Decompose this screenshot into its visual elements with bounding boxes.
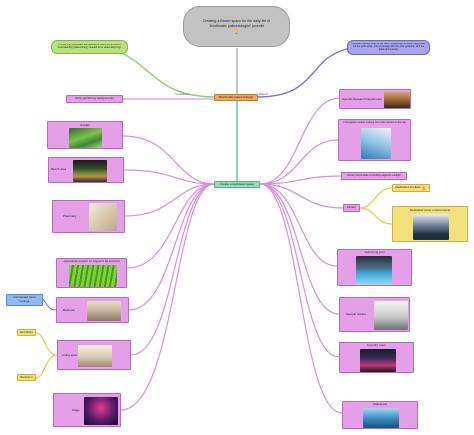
root-line1: Creating a Brown space for the daily lif… bbox=[202, 19, 271, 24]
left-item-living[interactable]: Living area bbox=[57, 340, 131, 370]
right-item-spacepark[interactable]: Spacepark bbox=[342, 401, 418, 429]
right-item-spacepark-label: Spacepark bbox=[372, 403, 388, 406]
conditions-label: Conditions bbox=[175, 92, 190, 96]
foundry-photo bbox=[360, 349, 396, 372]
right-item-sample-label: Sample station bbox=[346, 313, 366, 316]
bedroom-side-node[interactable]: Connected room Lounge bbox=[6, 294, 43, 306]
left-item-stage-label: Stage bbox=[72, 409, 80, 412]
chair-icon: 🪑 bbox=[421, 185, 427, 191]
conditions-note[interactable]: In a very dry cold place she decided to … bbox=[51, 40, 128, 54]
connector-left-1 bbox=[123, 169, 215, 185]
conditions-note-text: In a very dry cold place she decided to … bbox=[57, 44, 122, 49]
central-topic[interactable]: Bioclimatic paleontologist bbox=[214, 94, 258, 101]
bedroom-photo bbox=[87, 301, 121, 321]
left-item-bedroom[interactable]: Bedroom bbox=[56, 297, 129, 323]
spacepark-photo bbox=[363, 408, 399, 428]
right-item-pool-label: Swimming pool bbox=[364, 251, 385, 254]
connector-yellow-bottom bbox=[35, 354, 58, 379]
sample-photo bbox=[374, 301, 408, 330]
reading-node-label: Daily gardening assignments bbox=[75, 97, 114, 101]
transparent-photo bbox=[361, 128, 391, 159]
effects-note[interactable]: Facilitate drawing steps of the WWF, exp… bbox=[347, 40, 430, 55]
yellow-dormitory-label: Dormitory bbox=[19, 330, 33, 334]
connector-right-2 bbox=[259, 175, 342, 185]
connector-right-7 bbox=[259, 183, 343, 414]
right-item-library-label: Library bbox=[346, 206, 357, 210]
stage-photo bbox=[84, 397, 118, 425]
central-topic-label: Bioclimatic paleontologist bbox=[219, 95, 253, 99]
library-child-furniture[interactable]: Dedicated furniture 🪑 bbox=[392, 184, 430, 192]
main-topic-label: Create a dedicated space bbox=[219, 182, 255, 186]
yellow-bedroom[interactable]: Bedroom bbox=[17, 374, 36, 381]
connector-effects bbox=[255, 46, 356, 98]
left-item-garden[interactable]: Garden bbox=[47, 121, 123, 149]
library-child-study[interactable]: Dedicated study environments bbox=[392, 206, 468, 242]
right-item-library[interactable]: Library bbox=[343, 204, 360, 212]
connector-left-4 bbox=[128, 183, 215, 311]
right-item-transparent[interactable]: Transparent areas looking from the inter… bbox=[338, 119, 411, 161]
garden-photo bbox=[69, 128, 102, 148]
living-photo bbox=[78, 345, 112, 367]
right-item-sample[interactable]: Sample station bbox=[339, 297, 410, 332]
connector-left-0 bbox=[122, 135, 215, 185]
right-item-library-books[interactable]: Library and books consulting against sun… bbox=[341, 172, 407, 180]
connector-bedroom-side bbox=[42, 298, 57, 311]
connector-right-5 bbox=[259, 183, 340, 315]
right-item-foundry-label: Foundry room bbox=[367, 344, 386, 347]
connector-yellow-top bbox=[35, 332, 58, 356]
left-item-living-label: Living area bbox=[62, 354, 77, 357]
connector-left-3 bbox=[126, 183, 215, 269]
bench-photo bbox=[73, 160, 107, 182]
root-line2: "bioclimatic paleontologist" juvenile bbox=[208, 24, 265, 28]
library-child-study-label: Dedicated study environments bbox=[409, 209, 451, 212]
bedroom-side-line1: Connected room bbox=[13, 296, 36, 300]
right-item-transparent-label: Transparent areas looking from the inter… bbox=[343, 121, 406, 124]
left-item-pharmacy[interactable]: Pharmacy bbox=[52, 200, 125, 233]
connector-right-3 bbox=[259, 183, 344, 209]
connector-library-top bbox=[359, 187, 393, 209]
left-item-agri[interactable]: Agricultural research for long-term life… bbox=[56, 258, 127, 288]
connector-right-6 bbox=[259, 183, 340, 358]
bedroom-side-line2: Lounge bbox=[19, 300, 30, 303]
left-item-bedroom-label: Bedroom bbox=[63, 309, 76, 312]
right-item-pool[interactable]: Swimming pool bbox=[337, 249, 412, 286]
connector-left-5 bbox=[130, 183, 215, 356]
connector-library-bottom bbox=[359, 207, 393, 225]
connector-left-2 bbox=[124, 183, 215, 217]
study-photo bbox=[413, 214, 449, 240]
reading-node[interactable]: Daily gardening assignments bbox=[66, 95, 123, 103]
pharmacy-photo bbox=[89, 203, 117, 231]
research-photo bbox=[384, 92, 410, 108]
library-child-furniture-label: Dedicated furniture bbox=[395, 186, 421, 190]
root-topic[interactable]: Creating a Brown space for the daily lif… bbox=[183, 6, 290, 47]
connector-right-4 bbox=[259, 183, 338, 267]
left-item-bench-label: Bench area bbox=[51, 168, 67, 171]
agri-photo bbox=[69, 265, 117, 287]
left-item-pharmacy-label: Pharmacy bbox=[63, 215, 77, 218]
right-item-research[interactable]: Special Research Department bbox=[339, 89, 411, 109]
connector-right-0 bbox=[259, 97, 341, 185]
connector-right-1 bbox=[259, 139, 339, 185]
yellow-dormitory[interactable]: Dormitory bbox=[17, 329, 36, 336]
main-topic[interactable]: Create a dedicated space bbox=[214, 181, 260, 188]
left-item-stage[interactable]: Stage bbox=[53, 393, 121, 427]
left-item-agri-label: Agricultural research for long-term life… bbox=[63, 260, 120, 263]
yellow-bedroom-label: Bedroom bbox=[20, 375, 33, 379]
right-item-foundry[interactable]: Foundry room bbox=[339, 342, 414, 373]
effects-note-text: Facilitate drawing steps of the WWF, exp… bbox=[351, 43, 426, 51]
right-item-research-label: Special Research Department bbox=[342, 98, 383, 101]
connector-left-6 bbox=[120, 183, 215, 411]
left-item-garden-label: Garden bbox=[79, 124, 90, 127]
effects-label: Effects bbox=[259, 92, 269, 96]
right-item-library-books-label: Library and books consulting against sun… bbox=[347, 174, 401, 178]
trophy-icon: 🏆 bbox=[234, 28, 239, 34]
pool-photo bbox=[356, 256, 392, 285]
left-item-bench[interactable]: Bench area bbox=[48, 157, 124, 183]
